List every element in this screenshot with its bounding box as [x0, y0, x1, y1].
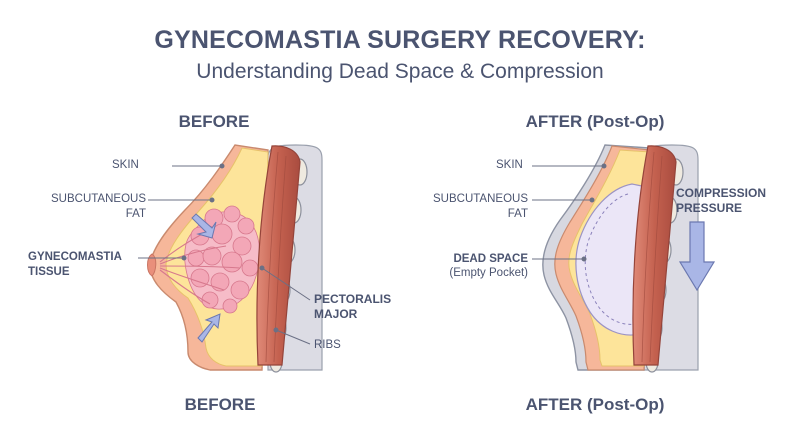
after-skin-label: SKIN: [496, 159, 523, 171]
before-fat-label-line1: SUBCUTANEOUS: [51, 193, 146, 205]
after-dead-space-label-line1: DEAD SPACE: [453, 253, 528, 265]
after-anatomy: [542, 144, 699, 373]
after-fat-label-line1: SUBCUTANEOUS: [433, 193, 528, 205]
before-nipple: [147, 253, 157, 277]
compression-arrow-icon: [678, 221, 716, 292]
after-leader-lines: [532, 163, 607, 262]
before-bottom-label: BEFORE: [184, 395, 256, 414]
after-top-label: AFTER (Post-Op): [525, 112, 665, 131]
before-ribs-label: RIBS: [314, 339, 341, 351]
before-top-label: BEFORE: [178, 112, 250, 131]
after-compression-label-line1: COMPRESSION: [676, 186, 767, 200]
before-leader-lines: [138, 163, 311, 345]
before-tissue-label-line2: TISSUE: [28, 266, 70, 278]
after-dead-space-border: [584, 193, 637, 325]
after-bottom-label: AFTER (Post-Op): [525, 395, 665, 414]
before-muscle-label-line1: PECTORALIS: [314, 292, 392, 306]
diagram-title: GYNECOMASTIA SURGERY RECOVERY:: [154, 26, 646, 54]
before-arrows: [191, 213, 221, 343]
before-anatomy: [147, 144, 323, 373]
before-muscle-label-line2: MAJOR: [314, 307, 358, 321]
before-skin-label: SKIN: [112, 159, 139, 171]
after-compression-label-line2: PRESSURE: [676, 201, 743, 215]
after-dead-space-label-line2: (Empty Pocket): [449, 267, 528, 279]
after-fat-label-line2: FAT: [507, 208, 528, 220]
before-fat-label-line2: FAT: [125, 208, 146, 220]
before-ducts: [159, 229, 241, 305]
diagram-subtitle: Understanding Dead Space & Compression: [196, 60, 604, 83]
before-tissue-label-line1: GYNECOMASTIA: [28, 251, 122, 263]
